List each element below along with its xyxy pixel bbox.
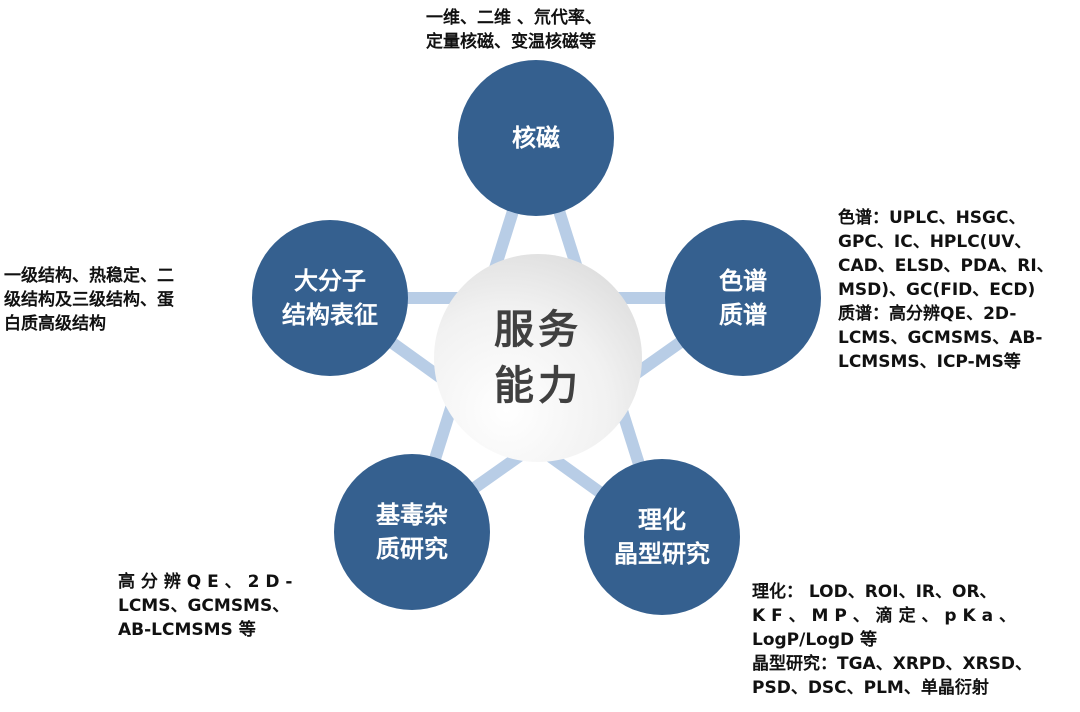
node-chromatography-ms: 色谱 质谱 xyxy=(665,220,821,376)
desc-chromatography-ms: 色谱：UPLC、HSGC、 GPC、IC、HPLC(UV、 CAD、ELSD、P… xyxy=(838,208,1054,372)
node-nmr: 核磁 xyxy=(458,60,614,216)
desc-genotoxic-impurity: 高 分 辨 Q E 、 2 D - LCMS、GCMSMS、 AB-LCMSMS… xyxy=(118,572,293,640)
node-macromolecule: 大分子 结构表征 xyxy=(252,220,408,376)
desc-physchem-crystal: 理化： LOD、ROI、IR、OR、 K F 、 M P 、 滴 定 、 p K… xyxy=(752,582,1033,698)
desc-macromolecule: 一级结构、热稳定、二 级结构及三级结构、蛋 白质高级结构 xyxy=(4,266,174,334)
node-genotoxic-impurity: 基毒杂 质研究 xyxy=(334,454,490,610)
node-physchem-crystal: 理化 晶型研究 xyxy=(584,459,740,615)
desc-nmr: 一维、二维 、氘代率、 定量核磁、变温核磁等 xyxy=(426,8,602,52)
center-service-capability: 服务 能力 xyxy=(434,254,642,462)
